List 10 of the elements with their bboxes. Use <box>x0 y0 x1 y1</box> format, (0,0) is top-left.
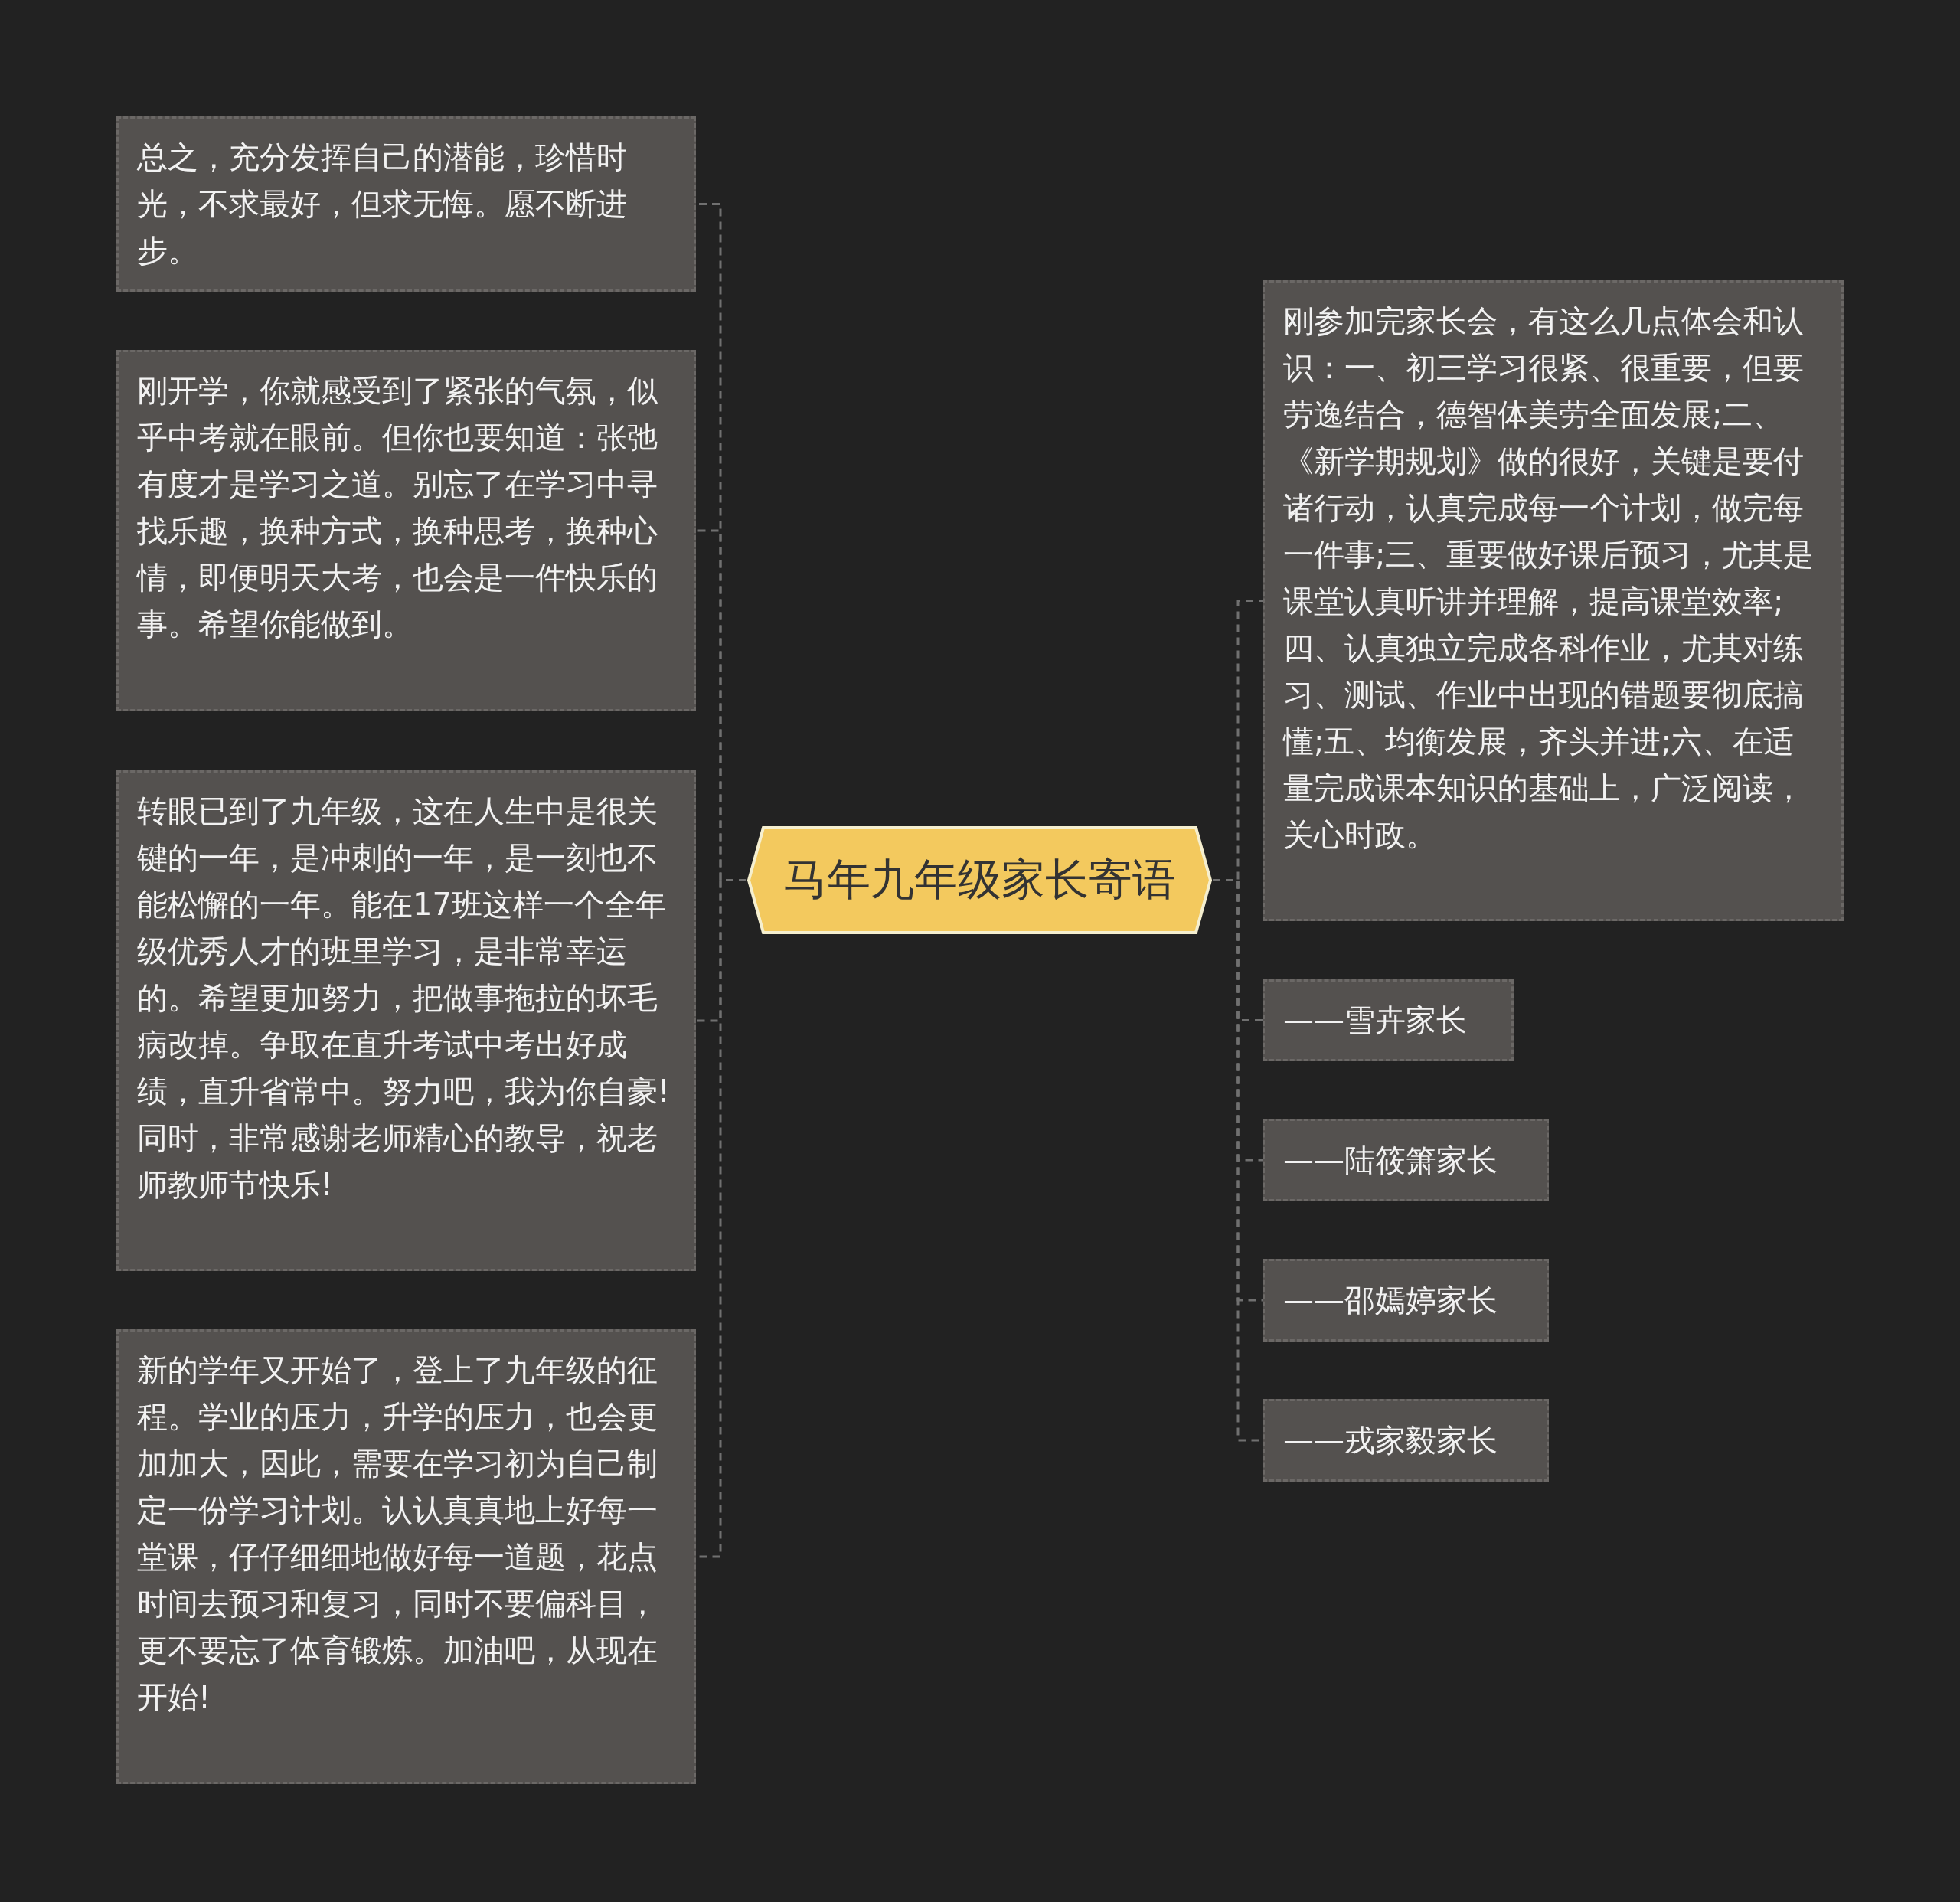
text-box: ——戎家毅家长 <box>1263 1399 1549 1482</box>
text-box: 总之，充分发挥自己的潜能，珍惜时光，不求最好，但求无悔。愿不断进步。 <box>116 116 696 292</box>
hexagon-node: 马年九年级家长寄语 <box>746 825 1213 935</box>
text-box: 转眼已到了九年级，这在人生中是很关键的一年，是冲刺的一年，是一刻也不能松懈的一年。能在17班这样一个全年级优秀人才的班里学习，是非常幸运的。希望更加努力，把做事拖拉的坏毛病改掉。争取在直升考试中考出好成绩，直升省常中。努力吧，我为你自豪!同时，非常感谢老师精心的教导，祝老师教师节快乐! <box>116 770 696 1271</box>
text-box: ——雪卉家长 <box>1263 979 1514 1061</box>
text-box: 新的学年又开始了，登上了九年级的征程。学业的压力，升学的压力，也会更加加大，因此，需要在学习初为自己制定一份学习计划。认认真真地上好每一堂课，仔仔细细地做好每一道题，花点时间去预习和复习，同时不要偏科目，更不要忘了体育锻炼。加油吧，从现在开始! <box>116 1329 696 1784</box>
text-box: ——陆筱箫家长 <box>1263 1119 1549 1201</box>
text-box: 刚开学，你就感受到了紧张的气氛，似乎中考就在眼前。但你也要知道：张弛有度才是学习之道。别忘了在学习中寻找乐趣，换种方式，换种思考，换种心情，即便明天大考，也会是一件快乐的事。希望你能做到。 <box>116 350 696 711</box>
text-box: ——邵嫣婷家长 <box>1263 1259 1549 1342</box>
text-box: 刚参加完家长会，有这么几点体会和认识：一、初三学习很紧、很重要，但要劳逸结合，德智体美劳全面发展;二、《新学期规划》做的很好，关键是要付诸行动，认真完成每一个计划，做完每一件事;三、重要做好课后预习，尤其是课堂认真听讲并理解，提高课堂效率;四、认真独立完成各科作业，尤其对练习、测试、作业中出现的错题要彻底搞懂;五、均衡发展，齐头并进;六、在适量完成课本知识的基础上，广泛阅读，关心时政。 <box>1263 280 1844 921</box>
